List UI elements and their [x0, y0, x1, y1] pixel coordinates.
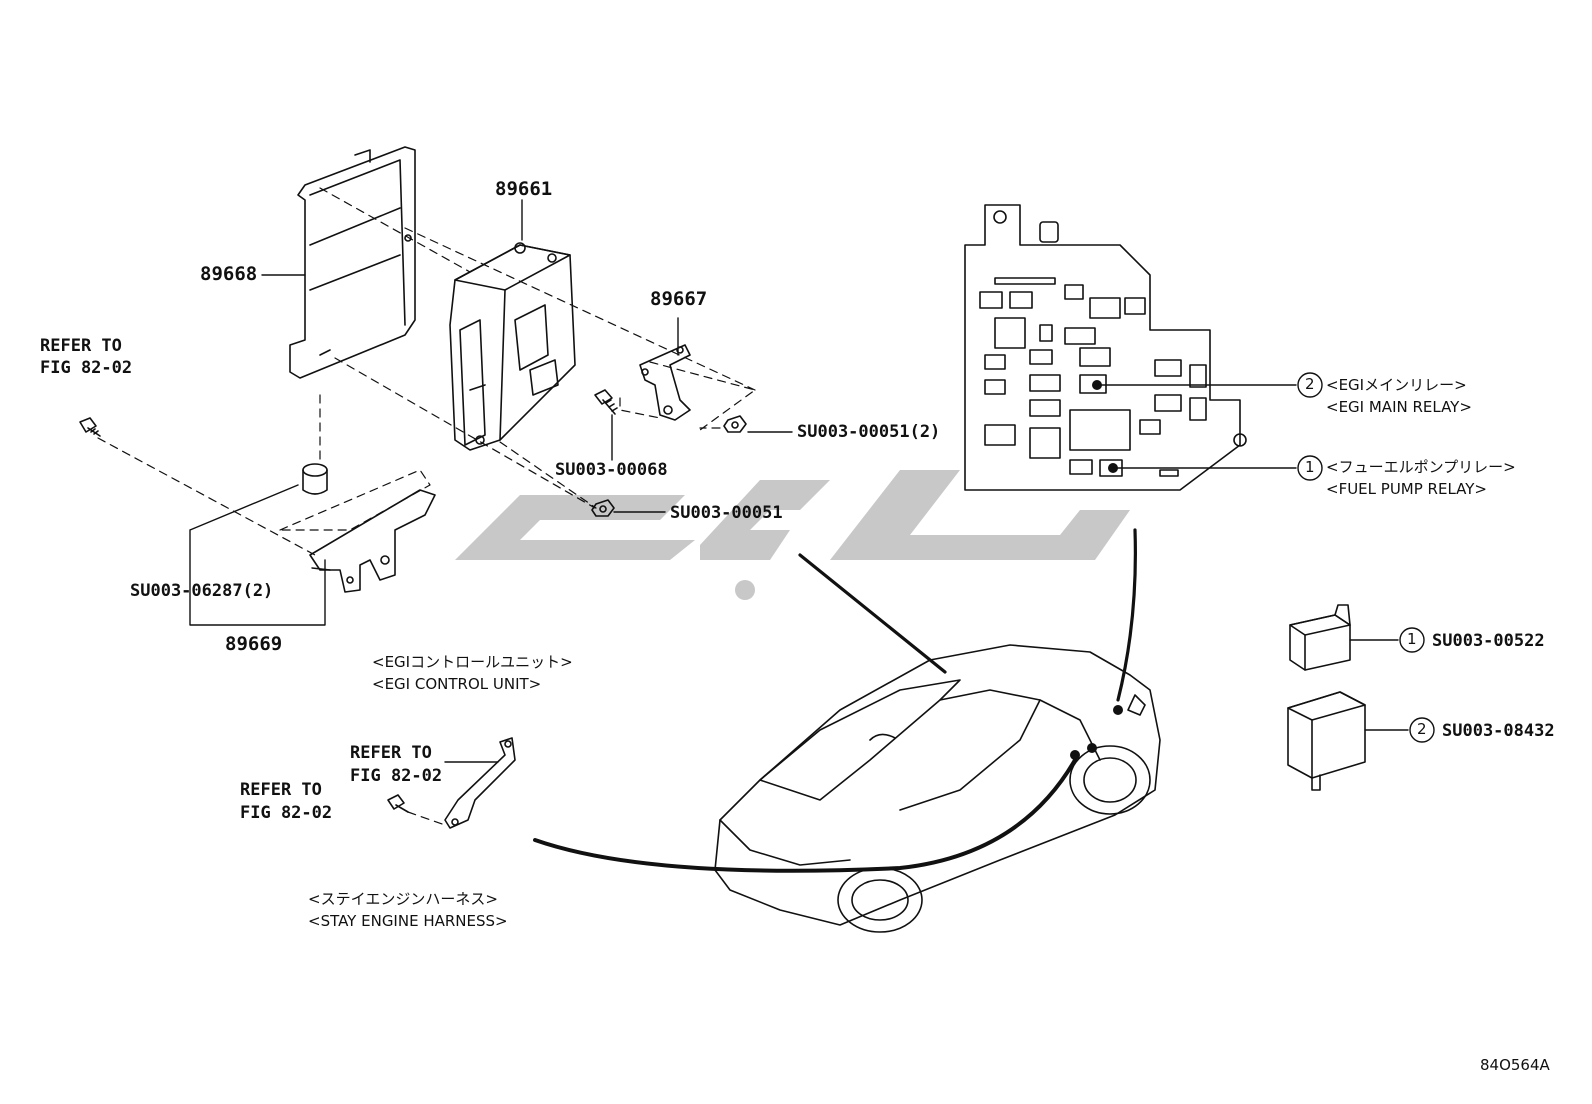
callout-fuel-relay-number: 1 [1305, 458, 1315, 476]
bolt-stay [387, 794, 409, 813]
car-markers [1070, 380, 1123, 760]
relay-08432 [1287, 691, 1366, 791]
callout-relay-00522-number: 1 [1407, 630, 1417, 648]
su-00068-label: SU003-00068 [555, 460, 668, 480]
grommet [302, 463, 328, 495]
bolt-00068 [594, 389, 618, 415]
stay-caption-en: <STAY ENGINE HARNESS> [308, 912, 508, 930]
su-08432-label: SU003-08432 [1442, 721, 1555, 741]
main-relay-caption-jp: <EGIメインリレー> [1326, 376, 1467, 394]
car-outline [714, 644, 1161, 933]
leader-lines [189, 199, 1409, 763]
part-89667-label: 89667 [650, 288, 708, 310]
figure-code: 84O564A [1480, 1056, 1550, 1074]
refer-stay-a-line2: FIG 82-02 [350, 766, 443, 786]
refer-top-line2: FIG 82-02 [40, 358, 133, 378]
refer-stay-b-line2: FIG 82-02 [240, 803, 333, 823]
part-89669-label: 89669 [225, 633, 283, 655]
main-relay-caption-en: <EGI MAIN RELAY> [1326, 398, 1472, 416]
nut-00051 [591, 499, 615, 517]
su-00051-2-label: SU003-00051(2) [797, 422, 941, 442]
su-06287-2-label: SU003-06287(2) [130, 581, 274, 601]
stay-caption-jp: <ステイエンジンハーネス> [308, 890, 498, 908]
fuel-relay-caption-en: <FUEL PUMP RELAY> [1326, 480, 1487, 498]
cover-89668 [289, 146, 416, 379]
callout-relay-08432-number: 2 [1417, 720, 1427, 738]
su-00051-label: SU003-00051 [670, 503, 783, 523]
bracket-89667 [639, 344, 691, 421]
refer-stay-b-line1: REFER TO [240, 780, 322, 800]
pointer-line-stay [533, 758, 1077, 873]
part-89661-label: 89661 [495, 178, 553, 200]
egi-control-caption-jp: <EGIコントロールユニット> [372, 653, 573, 671]
callout-circles [1297, 372, 1435, 743]
nut-00051-2 [723, 415, 747, 433]
bracket-89669 [309, 489, 436, 593]
relay-box [964, 204, 1247, 491]
relay-00522 [1289, 604, 1351, 671]
callout-main-relay-number: 2 [1305, 375, 1315, 393]
part-89668-label: 89668 [200, 263, 258, 285]
egi-control-caption-en: <EGI CONTROL UNIT> [372, 675, 542, 693]
bolt-refer-top [79, 417, 101, 437]
assembly-dashed-lines [97, 187, 756, 826]
refer-stay-a-line1: REFER TO [350, 743, 432, 763]
fuel-relay-caption-jp: <フューエルポンプリレー> [1326, 458, 1516, 476]
watermark-logo [455, 470, 1130, 600]
pointer-line-ecu [798, 553, 947, 674]
refer-top-line1: REFER TO [40, 336, 122, 356]
pointer-line-relaybox [1116, 528, 1137, 702]
ecu-89661 [449, 242, 576, 451]
stay-engine-harness [444, 737, 516, 829]
su-00522-label: SU003-00522 [1432, 631, 1545, 651]
